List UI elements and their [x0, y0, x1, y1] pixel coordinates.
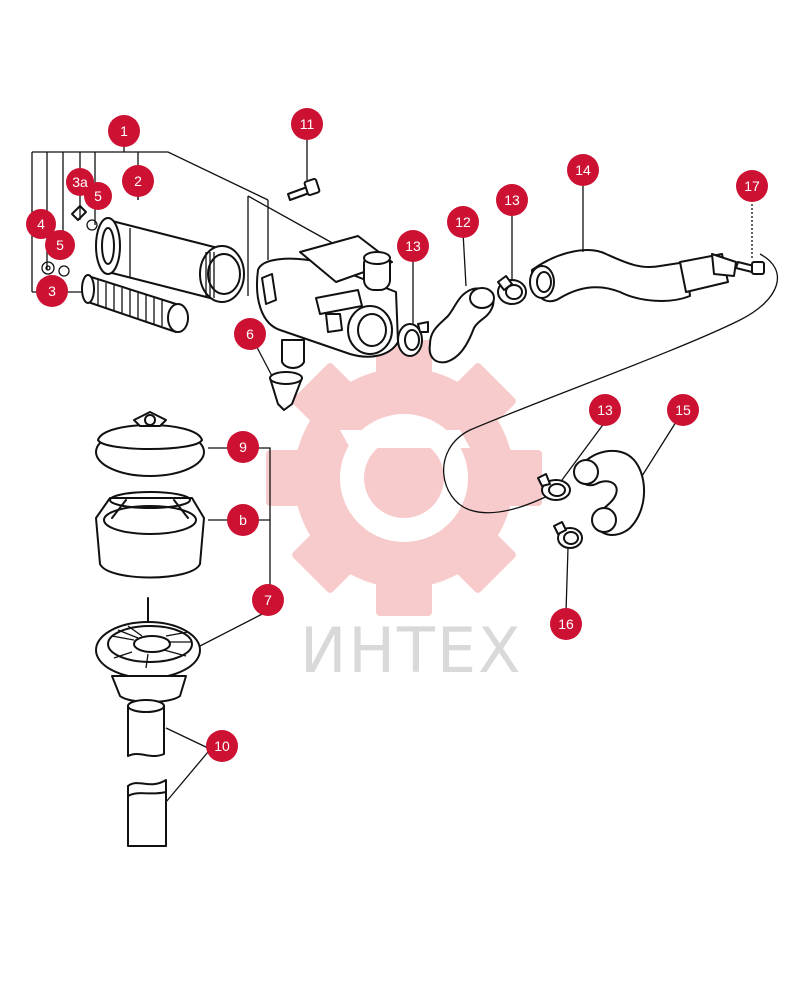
callout-12: 12 [447, 206, 479, 238]
hose-clamp-a [397, 321, 429, 357]
callout-5a: 5 [84, 182, 112, 210]
extension-tubes [127, 699, 209, 847]
callout-7: 7 [252, 584, 284, 616]
svg-text:2: 2 [134, 173, 142, 189]
callout-9: 9 [227, 431, 259, 463]
svg-text:9: 9 [239, 439, 247, 455]
svg-text:3: 3 [48, 283, 56, 299]
callout-10: 10 [206, 730, 238, 762]
svg-text:13: 13 [597, 402, 613, 418]
hose-clamp-b [497, 275, 527, 305]
callout-17: 17 [736, 170, 768, 202]
washer-nut-set [41, 205, 98, 277]
callout-b: b [227, 504, 259, 536]
callout-4: 4 [26, 209, 56, 239]
callout-16: 16 [550, 608, 582, 640]
watermark-gear-icon [266, 340, 542, 616]
filter-cartridge-outer [95, 217, 245, 303]
u-bend-hose [573, 450, 646, 536]
svg-text:4: 4 [37, 216, 45, 232]
svg-text:11: 11 [300, 116, 315, 132]
air-filter-housing [256, 235, 399, 369]
svg-text:5: 5 [94, 188, 102, 204]
svg-text:b: b [239, 512, 247, 528]
bolt [287, 140, 321, 201]
watermark-text: ИНТЕХ [300, 614, 523, 687]
svg-text:1: 1 [120, 123, 128, 139]
callout-11: 11 [291, 108, 323, 140]
hose-clamp-c [537, 473, 571, 501]
callout-13a: 13 [397, 230, 429, 262]
callout-5b: 5 [45, 230, 75, 260]
svg-text:13: 13 [405, 238, 421, 254]
svg-text:10: 10 [214, 738, 230, 754]
callout-6: 6 [234, 318, 266, 350]
svg-text:16: 16 [558, 616, 574, 632]
precleaner-bowl [95, 491, 205, 579]
screw [735, 200, 765, 275]
callout-13c: 13 [589, 394, 621, 426]
svg-text:15: 15 [675, 402, 691, 418]
callout-13b: 13 [496, 184, 528, 216]
svg-text:12: 12 [455, 214, 471, 230]
intake-hose [529, 249, 737, 303]
svg-text:17: 17 [744, 178, 760, 194]
svg-text:13: 13 [504, 192, 520, 208]
elbow-hose [428, 287, 495, 364]
callout-leaders [137, 183, 677, 613]
routing-line [443, 253, 778, 514]
callout-1: 1 [108, 115, 140, 147]
svg-text:7: 7 [264, 592, 272, 608]
hose-clamp-d [553, 521, 583, 549]
svg-text:6: 6 [246, 326, 254, 342]
callout-3: 3 [36, 275, 68, 307]
dust-valve [269, 371, 303, 411]
precleaner-vane-base [95, 597, 201, 703]
callout-14: 14 [567, 154, 599, 186]
svg-text:14: 14 [575, 162, 591, 178]
bracket-leaders-7 [199, 447, 271, 647]
svg-text:3a: 3a [72, 174, 88, 190]
callout-2: 2 [122, 165, 154, 197]
callout-15: 15 [667, 394, 699, 426]
svg-text:5: 5 [56, 237, 64, 253]
filter-cartridge-inner [81, 274, 189, 333]
precleaner-cover [95, 411, 205, 477]
